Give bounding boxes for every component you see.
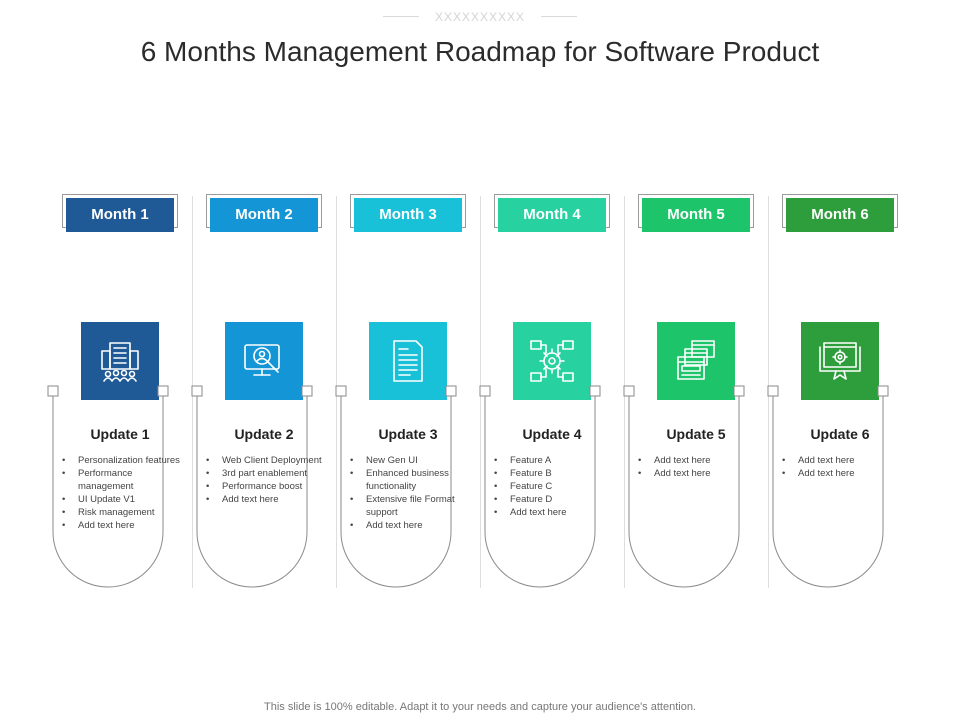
stacked-windows-icon [677,340,715,380]
update-outline [623,385,745,588]
update-bullets: Feature AFeature BFeature CFeature DAdd … [492,454,618,519]
update-title: Update 5 [666,426,726,442]
bullet-item: Web Client Deployment [206,454,330,467]
bullet-item: Feature C [494,480,618,493]
bullet-item: Feature B [494,467,618,480]
bullet-item: Add text here [62,519,186,532]
footer-note: This slide is 100% editable. Adapt it to… [264,701,696,713]
update-bullets: Add text hereAdd text here [780,454,906,480]
bullet-item: Performance boost [206,480,330,493]
bullet-item: Add text here [494,506,618,519]
update-outline [191,385,313,588]
update-title: Update 3 [378,426,438,442]
bullet-item: Add text here [206,493,330,506]
gear-network-icon [530,340,574,382]
icon-tile [81,322,159,400]
bullet-item: Performance management [62,467,186,493]
roadmap-column: Month 2 Update 2 Web Client Deployment3rd … [191,190,336,600]
update-bullets: Personalization featuresPerformance mana… [60,454,186,532]
bullet-item: Feature D [494,493,618,506]
update-title: Update 1 [90,426,150,442]
update-outline [479,385,601,588]
update-title: Update 4 [522,426,582,442]
month-label: Month 6 [786,198,894,232]
decoration-line-right [541,16,578,18]
bullet-item: UI Update V1 [62,493,186,506]
bullet-item: Enhanced business functionality [350,467,474,493]
icon-tile [225,322,303,400]
bullet-item: Add text here [638,454,762,467]
month-label: Month 2 [210,198,318,232]
update-bullets: Web Client Deployment3rd part enablement… [204,454,330,506]
bullet-item: Personalization features [62,454,186,467]
top-decoration: XXXXXXXXXX [0,8,960,26]
bullet-item: Extensive file Format support [350,493,474,519]
icon-tile [369,322,447,400]
document-icon [393,340,423,382]
bullet-item: Add text here [782,454,906,467]
roadmap-column: Month 5 Update 5 Add text hereAdd text her… [623,190,768,600]
update-bullets: New Gen UIEnhanced business functionalit… [348,454,474,532]
bullet-item: New Gen UI [350,454,474,467]
bullet-item: Feature A [494,454,618,467]
settings-monitor-icon [819,342,861,380]
update-title: Update 2 [234,426,294,442]
icon-tile [657,322,735,400]
icon-tile [801,322,879,400]
building-people-icon [101,342,139,382]
roadmap-column: Month 1 Update 1 Personalization featuresP… [47,190,192,600]
update-bullets: Add text hereAdd text here [636,454,762,480]
decoration-text: XXXXXXXXXX [434,9,526,24]
update-outline [47,385,169,588]
update-outline [767,385,889,588]
roadmap-column: Month 3 Update 3 New Gen UIEnhanced busine… [335,190,480,600]
bullet-item: Risk management [62,506,186,519]
update-outline [335,385,457,588]
decoration-line-left [382,16,419,18]
monitor-search-icon [244,344,280,376]
month-label: Month 3 [354,198,462,232]
bullet-item: Add text here [782,467,906,480]
page-title: 6 Months Management Roadmap for Software… [140,36,820,67]
roadmap-column: Month 6 Update 6 Add text hereAdd text her… [767,190,912,600]
bullet-item: 3rd part enablement [206,467,330,480]
month-label: Month 1 [66,198,174,232]
bullet-item: Add text here [350,519,474,532]
month-label: Month 4 [498,198,606,232]
bullet-item: Add text here [638,467,762,480]
icon-tile [513,322,591,400]
month-label: Month 5 [642,198,750,232]
update-title: Update 6 [810,426,870,442]
